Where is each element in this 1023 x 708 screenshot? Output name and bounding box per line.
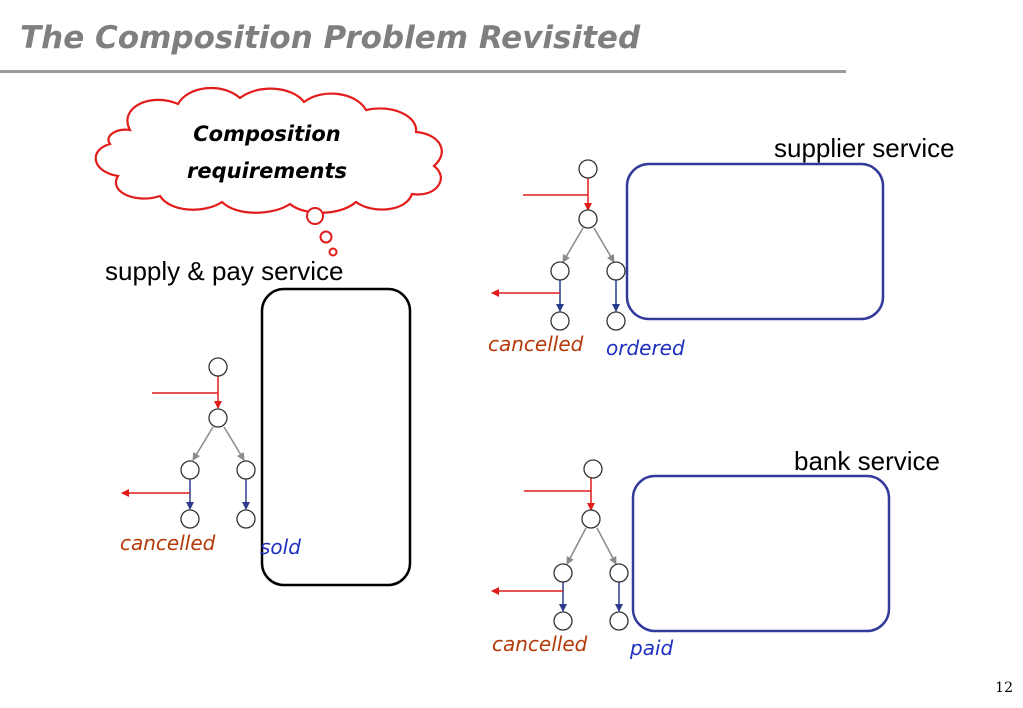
bank-automaton — [491, 459, 629, 631]
requirements-thought-cloud — [94, 86, 443, 257]
state-node — [236, 460, 256, 480]
bank-paid-label: paid — [630, 636, 674, 660]
supplier-automaton — [491, 159, 626, 331]
bank-service-box — [631, 474, 891, 633]
supplier-service-box — [625, 162, 885, 321]
state-node — [578, 209, 598, 229]
state-node — [550, 261, 570, 281]
thought-bubble-medium — [319, 230, 333, 244]
state-node — [606, 261, 626, 281]
state-node — [583, 459, 603, 479]
state-node — [208, 408, 228, 428]
cloud-line-2: requirements — [187, 159, 347, 183]
state-node — [180, 460, 200, 480]
title-divider — [0, 70, 846, 73]
thought-bubble-large — [306, 207, 324, 225]
state-node — [553, 563, 573, 583]
state-node — [578, 159, 598, 179]
state-node — [236, 509, 256, 529]
state-node — [606, 311, 626, 331]
supplier-ordered-label: ordered — [606, 336, 685, 360]
bank-cancelled-label: cancelled — [492, 632, 588, 656]
supplier-service-label: supplier service — [774, 133, 955, 163]
state-node — [609, 563, 629, 583]
state-node — [553, 611, 573, 631]
state-node — [581, 509, 601, 529]
page-number: 12 — [995, 680, 1013, 696]
supply-pay-service-box — [260, 287, 412, 587]
cloud-shape — [94, 86, 443, 214]
supply-pay-automaton — [121, 357, 256, 529]
bank-service-label: bank service — [794, 446, 940, 476]
supply-pay-cancelled-label: cancelled — [120, 531, 216, 555]
cloud-line-1: Composition — [193, 122, 341, 146]
cloud-text: Composition requirements — [160, 116, 374, 190]
state-node — [208, 357, 228, 377]
state-node — [550, 311, 570, 331]
supply-pay-service-label: supply & pay service — [105, 256, 344, 286]
page-title: The Composition Problem Revisited — [20, 20, 641, 56]
supply-pay-sold-label: sold — [260, 535, 301, 559]
state-node — [609, 611, 629, 631]
thought-bubble-small — [328, 247, 338, 257]
supplier-cancelled-label: cancelled — [488, 332, 584, 356]
state-node — [180, 509, 200, 529]
